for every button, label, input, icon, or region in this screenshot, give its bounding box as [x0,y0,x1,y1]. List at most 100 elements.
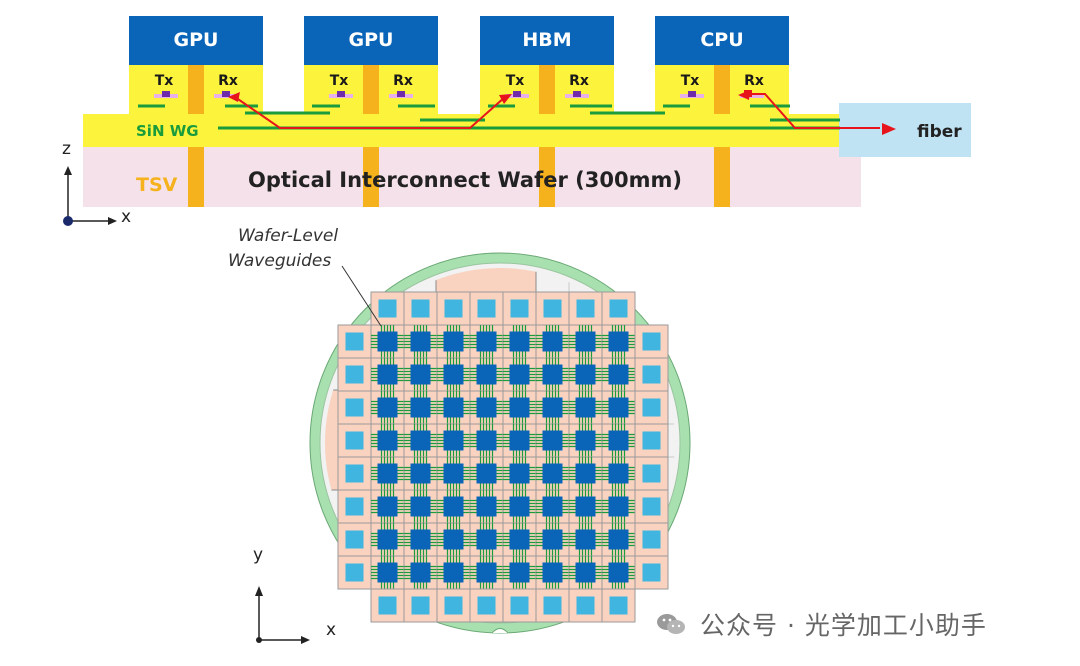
chip-die [476,529,497,550]
die-site [535,423,570,458]
die-site [436,522,471,557]
rx-detector [397,91,405,97]
chip-die [542,529,563,550]
die-site [403,456,438,491]
die-site [568,489,603,524]
die-site [370,291,405,326]
signal-arrowhead [228,92,240,102]
die-site [337,423,372,458]
wechat-icon [656,612,686,636]
chip-die [476,430,497,451]
die-site [436,555,471,590]
die-site [634,522,669,557]
die-site [337,522,372,557]
die-site [634,489,669,524]
chip-label: CPU [700,29,743,51]
chip-die [608,331,629,352]
tsv-pillar [539,147,555,207]
chip-die [608,364,629,385]
edge-die [345,398,364,417]
chip-die [542,331,563,352]
edge-die [642,563,661,582]
fiber-box [839,103,971,157]
peach-tile [435,268,537,299]
chip-die [443,562,464,583]
chip-die [443,364,464,385]
die-site [502,324,537,359]
edge-die [345,431,364,450]
die-site [403,423,438,458]
chip-die [443,430,464,451]
chip-die [410,397,431,418]
chip-die [575,562,596,583]
rx-label: Rx [569,73,589,89]
die-site [337,390,372,425]
chip-die [476,463,497,484]
edge-die [345,464,364,483]
edge-die [642,365,661,384]
die-site [535,456,570,491]
die-site [634,423,669,458]
chip-die [542,430,563,451]
chip-die [575,331,596,352]
die-site [469,357,504,392]
die-site [337,456,372,491]
edge-die [642,530,661,549]
die-site [502,555,537,590]
chip-die [608,496,629,517]
chip-die [608,562,629,583]
die-site [601,291,636,326]
die-site [337,324,372,359]
rx-label: Rx [393,73,413,89]
die-site [502,489,537,524]
die-site [337,489,372,524]
callout-leader [341,265,382,327]
edge-die [642,398,661,417]
die-site [370,390,405,425]
chip-die [608,430,629,451]
peach-tile [325,389,339,491]
die-site [403,291,438,326]
die-site [370,588,405,623]
watermark-text: 公众号 · 光学加工小助手 [700,611,987,640]
chip-die [542,397,563,418]
die-site [568,423,603,458]
die-site [601,324,636,359]
z-axis-label: z [62,139,71,159]
tx-label: Tx [330,73,349,89]
edge-die [477,596,496,615]
die-site [634,357,669,392]
die-site [535,390,570,425]
x-axis-label: x [121,207,131,227]
zx-axes: z x [62,139,131,227]
die-site [535,555,570,590]
chip-die [509,331,530,352]
die-site [370,423,405,458]
die-site [436,489,471,524]
die-site [403,588,438,623]
die-site [601,357,636,392]
die-site [502,588,537,623]
die-site [436,588,471,623]
chip-gpu-1: GPU Tx Rx [129,16,263,114]
chip-die [542,364,563,385]
die-site [601,456,636,491]
chip-cpu: CPU Tx Rx [655,16,789,114]
chip-die [509,463,530,484]
chip-die [377,397,398,418]
chip-hbm: HBM Tx Rx [480,16,614,114]
edge-die [345,497,364,516]
die-site [601,423,636,458]
chip-die [410,331,431,352]
die-site [535,357,570,392]
optical-signal-path [234,93,880,129]
rx-label: Rx [744,73,764,89]
die-site [634,390,669,425]
tx-label: Tx [506,73,525,89]
peach-tile [631,389,669,491]
edge-die [642,464,661,483]
chip-die [476,364,497,385]
die-site [634,324,669,359]
x-axis-label: x [326,620,336,640]
die-site [469,423,504,458]
